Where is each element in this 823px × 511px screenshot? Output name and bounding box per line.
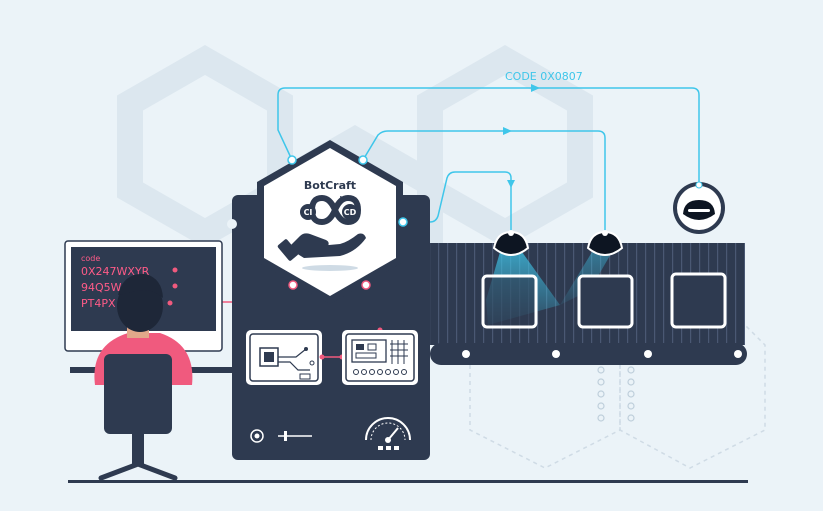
flow-line-left — [403, 171, 512, 232]
dial-knob-icon — [250, 429, 264, 443]
hand-icon — [288, 233, 366, 258]
control-panel — [342, 330, 418, 385]
scanner-right — [673, 181, 725, 234]
conveyor-boxes — [481, 272, 727, 329]
code-flow-label: CODE 0X0807 — [505, 70, 583, 83]
code-line: 0X247WXYR — [81, 265, 150, 278]
code-header: code — [81, 254, 100, 263]
brand-name: BotCraft — [304, 179, 356, 192]
flow-arrows — [503, 84, 540, 188]
flow-line-code — [277, 87, 700, 185]
conveyor-box — [670, 272, 727, 329]
botcraft-hexagon: BotCraft CI CD — [257, 140, 408, 304]
scanner-left — [492, 230, 530, 256]
circuit-board-panel — [246, 330, 322, 385]
conveyor-box — [481, 274, 538, 329]
infinity-loop-icon — [308, 194, 362, 226]
cd-badge: CD — [344, 208, 357, 217]
gauge-icon — [365, 417, 411, 450]
conveyor-box — [577, 274, 634, 329]
ci-badge: CI — [304, 208, 313, 217]
scanner-middle — [586, 230, 624, 256]
office-chair — [98, 354, 178, 481]
cabinet-controls — [250, 417, 411, 450]
flow-line-middle — [362, 130, 606, 232]
floor-line — [68, 480, 748, 483]
code-line: 94Q5W — [81, 281, 122, 294]
code-line: PT4PX — [81, 297, 116, 310]
chain-dots — [597, 366, 635, 422]
